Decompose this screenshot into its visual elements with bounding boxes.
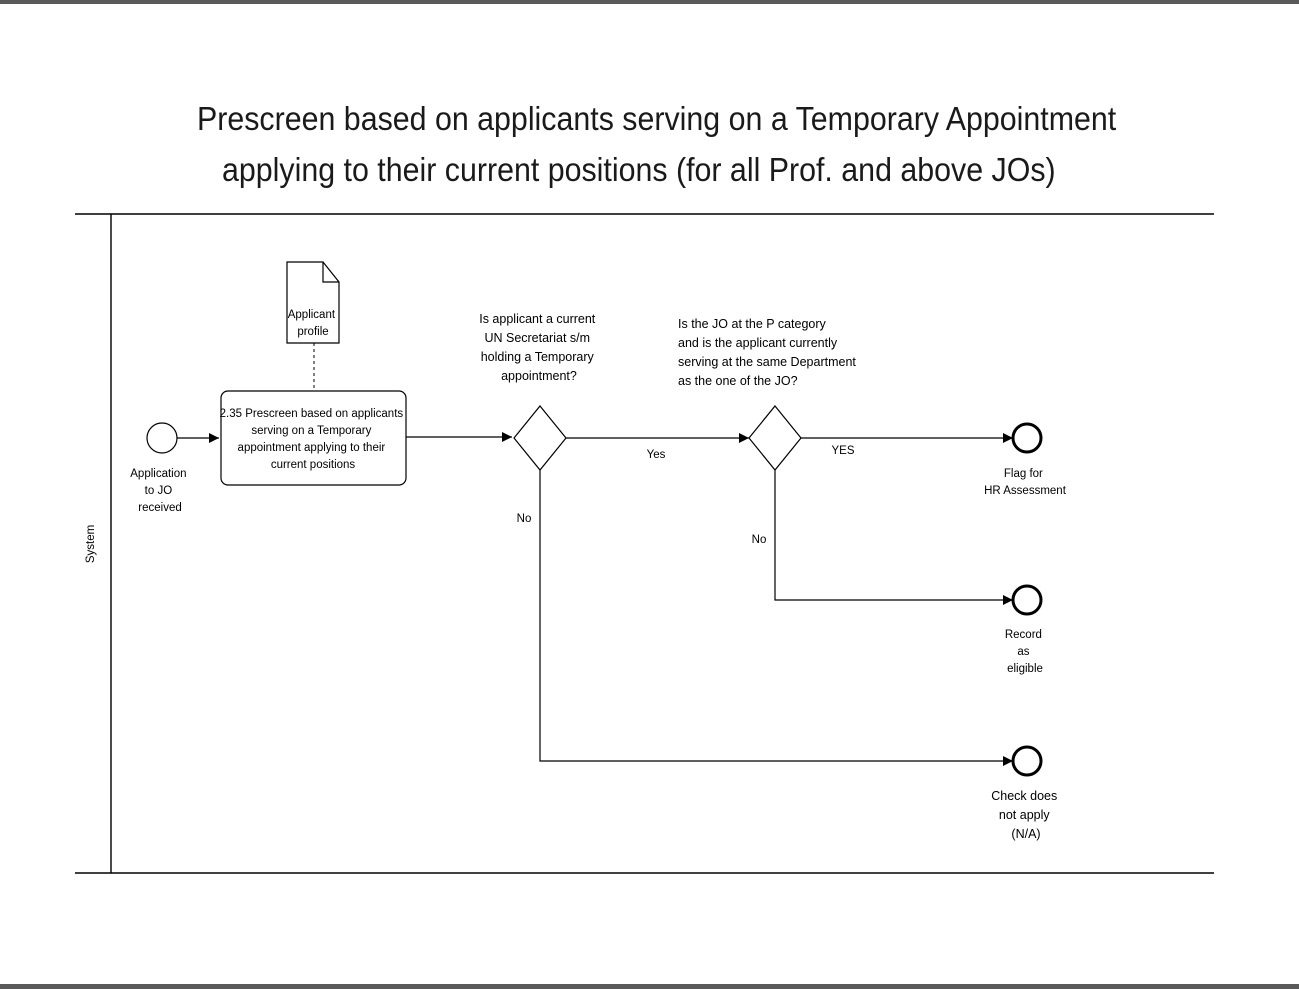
start-event-label: Application to JO received: [130, 468, 189, 514]
gateway-1-no-label: No: [517, 513, 532, 525]
swimlane: System: [75, 213, 1214, 874]
end-event-2-label: Record as eligible: [1005, 629, 1045, 675]
end-event-3-circle: [1011, 745, 1043, 777]
gateway-2-question: Is the JO at the P category and is the a…: [678, 317, 859, 388]
start-event-circle: [146, 422, 178, 454]
data-object-applicant-profile: Applicant profile: [286, 261, 340, 391]
task-prescreen: 2.35 Prescreen based on applicants servi…: [220, 390, 407, 486]
start-event: Application to JO received: [130, 422, 189, 514]
end-event-1-circle: [1011, 422, 1043, 454]
diagram-title-line-2: applying to their current positions (for…: [222, 151, 1056, 188]
lane-label: System: [85, 525, 97, 563]
flow-gateway2-no: [774, 470, 1013, 605]
flow-gateway1-no: [539, 470, 1013, 766]
gateway-1-question: Is applicant a current UN Secretariat s/…: [479, 312, 599, 383]
gateway-2-no-label: No: [752, 534, 767, 546]
gateway-1-yes-label: Yes: [647, 449, 666, 461]
top-border: [0, 0, 1299, 4]
end-event-flag-hr: Flag for HR Assessment: [984, 422, 1067, 497]
gateway-1-diamond: [513, 405, 567, 471]
gateway-2: Is the JO at the P category and is the a…: [678, 317, 859, 471]
task-box: [220, 390, 407, 486]
bottom-border: [0, 984, 1299, 989]
end-event-check-na: Check does not apply (N/A): [991, 745, 1061, 841]
gateway-2-yes-label: YES: [831, 445, 854, 457]
gateway-1: Is applicant a current UN Secretariat s/…: [479, 312, 599, 471]
end-event-3-label: Check does not apply (N/A): [991, 789, 1061, 841]
data-object-label: Applicant profile: [288, 309, 339, 338]
end-event-record-eligible: Record as eligible: [1005, 584, 1045, 675]
end-event-2-circle: [1011, 584, 1043, 616]
end-event-1-label: Flag for HR Assessment: [984, 468, 1067, 497]
diagram-title-line-1: Prescreen based on applicants serving on…: [197, 100, 1117, 137]
gateway-2-diamond: [748, 405, 802, 471]
task-label: 2.35 Prescreen based on applicants servi…: [220, 408, 407, 471]
